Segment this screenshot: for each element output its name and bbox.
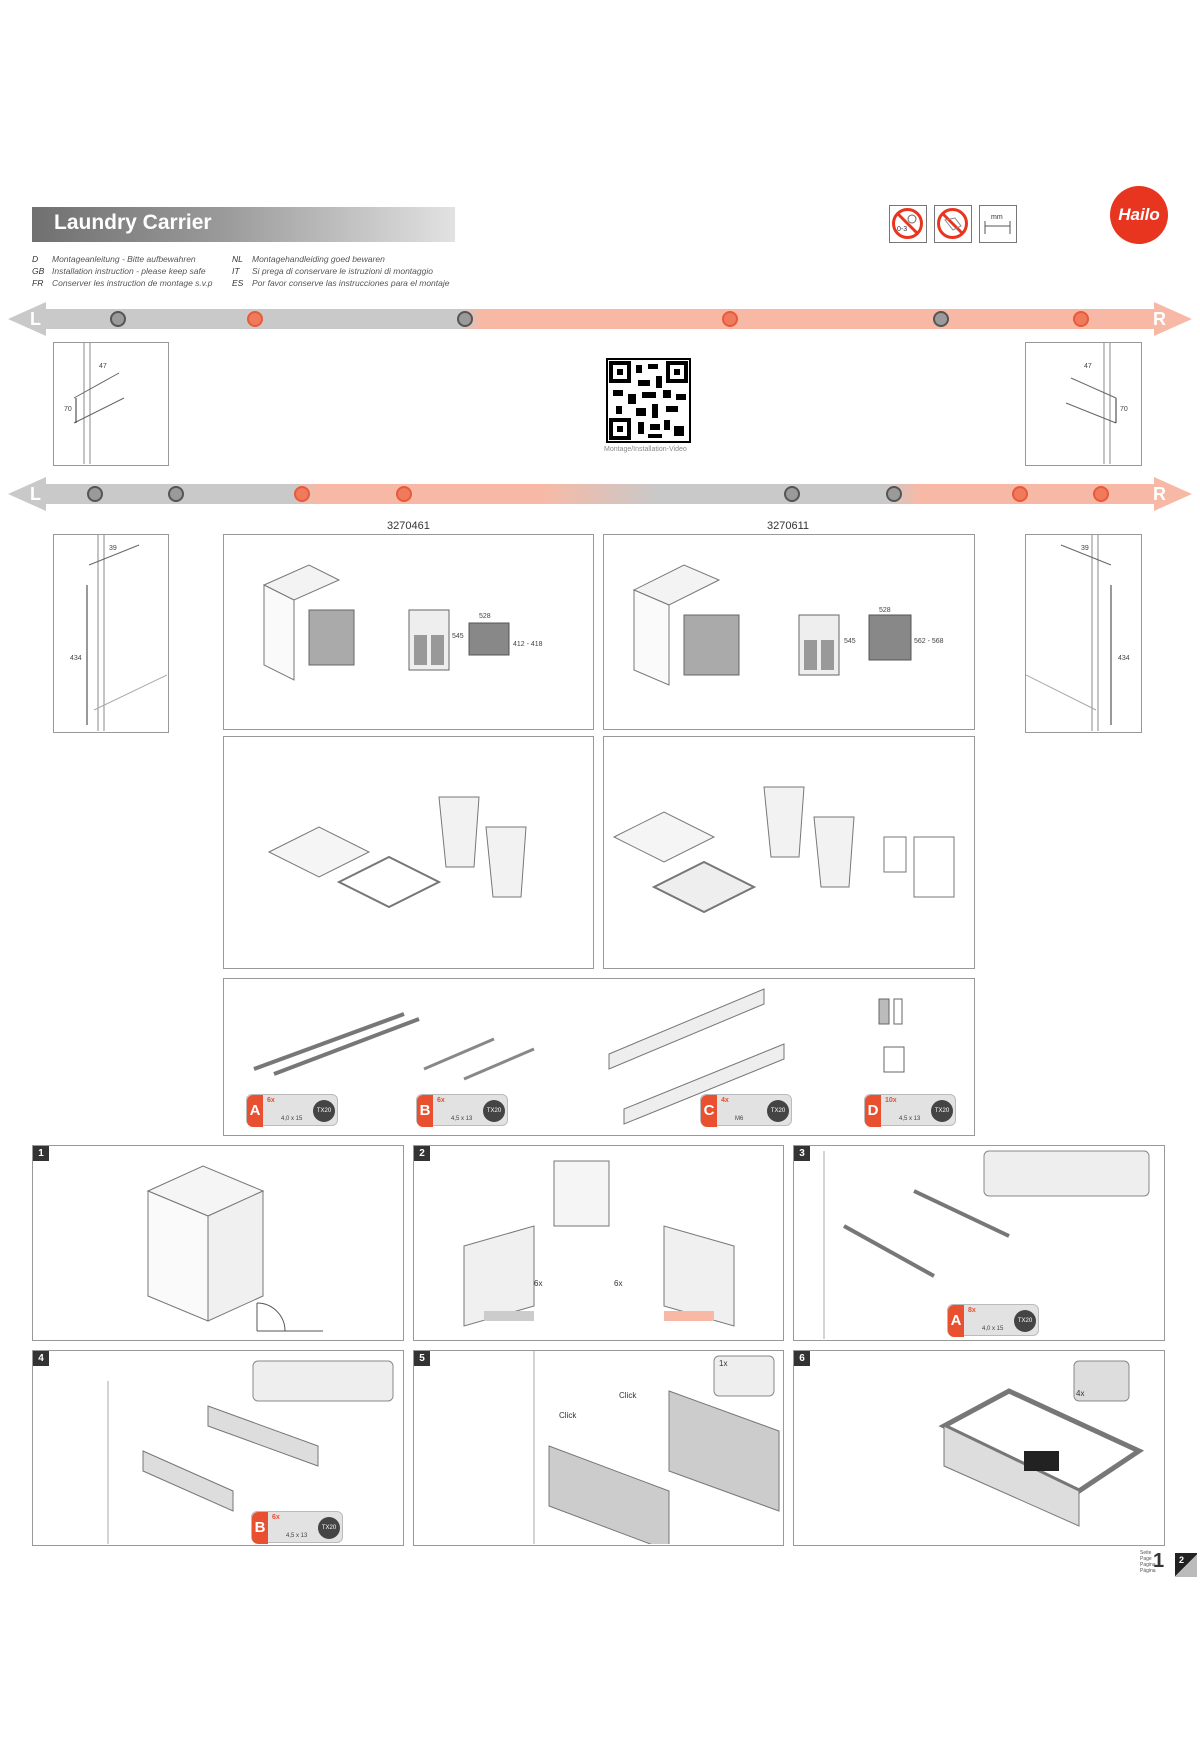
- next-page-corner[interactable]: 2: [1175, 1553, 1197, 1577]
- torx-bit-icon: TX20: [931, 1100, 953, 1122]
- position-arrow-top: [8, 302, 1192, 336]
- page-number: 1: [1153, 1550, 1165, 1572]
- mount-point-red: [396, 486, 412, 502]
- no-children-icon: 0-3: [889, 205, 927, 243]
- mount-point-red: [294, 486, 310, 502]
- mount-point-red: [247, 311, 263, 327]
- step-2-panel: 2 6x 6x: [413, 1145, 784, 1341]
- mount-point-red: [1093, 486, 1109, 502]
- title-bar: Laundry Carrier: [32, 207, 455, 242]
- qr-label: Montage/Installation-Video: [604, 446, 687, 453]
- drill-detail-bottom-left: 39 434: [53, 534, 169, 733]
- drill-detail-top-left: 47 70: [53, 342, 169, 466]
- position-arrow-bottom: [8, 477, 1192, 511]
- contents-3270461: [223, 736, 594, 969]
- mount-point-red: [1073, 311, 1089, 327]
- hailo-logo: Hailo: [1110, 186, 1168, 244]
- left-label: L: [30, 484, 41, 504]
- dimension-mm-icon: mm: [979, 205, 1017, 243]
- torx-bit-icon: TX20: [767, 1100, 789, 1122]
- mount-point-grey: [457, 311, 473, 327]
- contents-3270611: [603, 736, 975, 969]
- step-1-panel: 1: [32, 1145, 404, 1341]
- page-title: Laundry Carrier: [54, 211, 212, 234]
- drill-detail-top-right: 47 70: [1025, 342, 1142, 466]
- step-5-panel: 5 Click Click 1x: [413, 1350, 784, 1546]
- mount-point-grey: [168, 486, 184, 502]
- torx-bit-icon: TX20: [318, 1517, 340, 1539]
- left-label: L: [30, 309, 41, 329]
- right-label: R: [1153, 484, 1166, 504]
- mount-point-grey: [784, 486, 800, 502]
- mount-point-grey: [886, 486, 902, 502]
- step-number: 2: [414, 1146, 430, 1161]
- step-number: 5: [414, 1351, 430, 1366]
- step-number: 6: [794, 1351, 810, 1366]
- step-number: 4: [33, 1351, 49, 1366]
- no-climbing-icon: [934, 205, 972, 243]
- product-overview-3270611: 545 528 562 - 568: [603, 534, 975, 730]
- mount-point-grey: [87, 486, 103, 502]
- step-number: 3: [794, 1146, 810, 1161]
- qr-code[interactable]: [606, 358, 691, 443]
- torx-bit-icon: TX20: [1014, 1310, 1036, 1332]
- mount-point-grey: [110, 311, 126, 327]
- click-label: Click: [559, 1411, 577, 1420]
- product-number: 3270461: [387, 520, 430, 532]
- step-number: 1: [33, 1146, 49, 1161]
- click-label: Click: [619, 1391, 637, 1400]
- drill-detail-bottom-right: 39 434: [1025, 534, 1142, 733]
- mount-point-red: [1012, 486, 1028, 502]
- right-label: R: [1153, 309, 1166, 329]
- product-overview-3270461: 545 528 412 - 418: [223, 534, 594, 730]
- mount-point-grey: [933, 311, 949, 327]
- torx-bit-icon: TX20: [313, 1100, 335, 1122]
- mount-point-red: [722, 311, 738, 327]
- torx-bit-icon: TX20: [483, 1100, 505, 1122]
- step-6-panel: 6 4x: [793, 1350, 1165, 1546]
- product-number: 3270611: [767, 520, 810, 532]
